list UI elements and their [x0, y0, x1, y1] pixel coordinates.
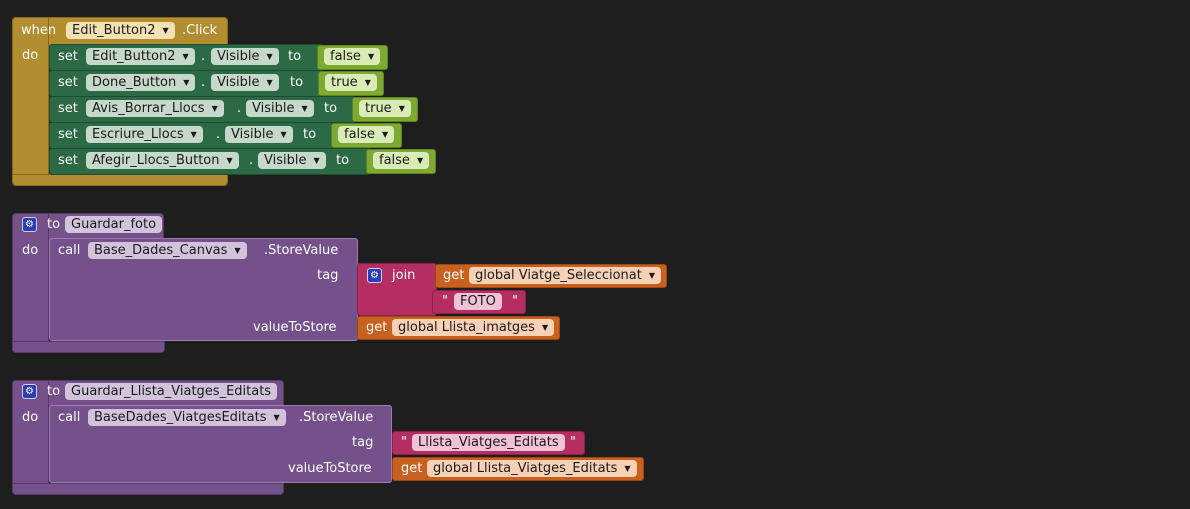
get-label: get [401, 461, 423, 476]
set-label: set [58, 49, 78, 64]
property-dropdown[interactable]: Visible▼ [258, 152, 326, 169]
component-dropdown[interactable]: Base_Dades_Canvas▼ [88, 242, 247, 259]
text-string-field[interactable]: Llista_Viatges_Editats [412, 434, 565, 451]
value-to-store-label: valueToStore [288, 461, 372, 476]
open-quote: " [401, 435, 407, 450]
dropdown-arrow-icon: ▼ [266, 52, 273, 61]
dropdown-arrow-icon: ▼ [226, 156, 233, 165]
dropdown-arrow-icon: ▼ [211, 104, 218, 113]
gear-icon[interactable]: ⚙ [22, 217, 37, 232]
dropdown-arrow-icon: ▼ [367, 52, 375, 61]
event-footer[interactable] [12, 174, 228, 186]
method-label: .StoreValue [299, 410, 374, 425]
property-dropdown[interactable]: Visible▼ [225, 126, 293, 143]
property-dropdown[interactable]: Visible▼ [246, 100, 314, 117]
procedure-to-label: to [47, 217, 61, 232]
dropdown-arrow-icon: ▼ [398, 104, 405, 113]
call-label: call [58, 410, 81, 425]
method-label: .StoreValue [264, 243, 339, 258]
to-label: to [290, 75, 304, 90]
dropdown-arrow-icon: ▼ [273, 413, 280, 422]
dot-label: . [216, 127, 221, 142]
to-label: to [288, 49, 302, 64]
procedure-footer[interactable] [12, 341, 165, 353]
procedure-left-bar[interactable] [12, 213, 49, 353]
event-left-bar[interactable] [12, 17, 49, 185]
tag-label: tag [352, 435, 374, 450]
dropdown-arrow-icon: ▼ [381, 130, 389, 139]
dot-label: . [249, 153, 254, 168]
dot-label: . [201, 49, 206, 64]
variable-dropdown[interactable]: global Llista_Viatges_Editats▼ [427, 460, 637, 477]
dropdown-arrow-icon: ▼ [280, 130, 287, 139]
to-label: to [336, 153, 350, 168]
component-dropdown[interactable]: Avis_Borrar_Llocs▼ [86, 100, 224, 117]
gear-icon[interactable]: ⚙ [367, 268, 382, 283]
procedure-name-field[interactable]: Guardar_Llista_Viatges_Editats [65, 383, 278, 400]
close-quote: " [512, 294, 518, 309]
procedure-footer[interactable] [12, 483, 284, 495]
boolean-dropdown[interactable]: false▼ [324, 48, 381, 65]
join-label: join [392, 268, 416, 283]
procedure-to-label: to [47, 384, 61, 399]
dropdown-arrow-icon: ▼ [183, 78, 190, 87]
procedure-left-bar[interactable] [12, 380, 49, 495]
dropdown-arrow-icon: ▼ [364, 78, 371, 87]
boolean-dropdown[interactable]: true▼ [325, 74, 377, 91]
event-do-label: do [22, 48, 39, 63]
procedure-name-field[interactable]: Guardar_foto [65, 216, 163, 233]
get-label: get [366, 320, 388, 335]
tag-label: tag [317, 268, 339, 283]
dropdown-arrow-icon: ▼ [301, 104, 308, 113]
to-label: to [303, 127, 317, 142]
component-dropdown[interactable]: Done_Button▼ [86, 74, 196, 91]
get-label: get [443, 268, 465, 283]
boolean-dropdown[interactable]: false▼ [373, 152, 430, 169]
boolean-dropdown[interactable]: true▼ [359, 100, 411, 117]
text-string-field[interactable]: FOTO [454, 293, 502, 310]
call-label: call [58, 243, 81, 258]
dropdown-arrow-icon: ▼ [234, 246, 241, 255]
component-dropdown[interactable]: Edit_Button2▼ [86, 48, 195, 65]
procedure-do-label: do [22, 410, 39, 425]
procedure-do-label: do [22, 243, 39, 258]
dropdown-arrow-icon: ▼ [416, 156, 424, 165]
set-label: set [58, 75, 78, 90]
dropdown-arrow-icon: ▼ [182, 52, 189, 61]
dropdown-arrow-icon: ▼ [313, 156, 320, 165]
close-quote: " [570, 435, 576, 450]
component-dropdown[interactable]: Escriure_Llocs▼ [86, 126, 203, 143]
set-label: set [58, 153, 78, 168]
component-dropdown[interactable]: BaseDades_ViatgesEditats▼ [88, 409, 286, 426]
dropdown-arrow-icon: ▼ [266, 78, 273, 87]
variable-dropdown[interactable]: global Viatge_Seleccionat▼ [469, 267, 661, 284]
boolean-dropdown[interactable]: false▼ [338, 126, 395, 143]
event-component-dropdown[interactable]: Edit_Button2▼ [66, 22, 175, 39]
property-dropdown[interactable]: Visible▼ [211, 74, 279, 91]
event-click-label: .Click [182, 23, 218, 38]
dropdown-arrow-icon: ▼ [648, 271, 655, 280]
set-label: set [58, 101, 78, 116]
dot-label: . [237, 101, 242, 116]
component-dropdown[interactable]: Afegir_Llocs_Button▼ [86, 152, 239, 169]
event-when-label: when [21, 23, 57, 38]
set-label: set [58, 127, 78, 142]
value-to-store-label: valueToStore [253, 320, 337, 335]
to-label: to [324, 101, 338, 116]
dropdown-arrow-icon: ▼ [624, 464, 631, 473]
open-quote: " [442, 294, 448, 309]
property-dropdown[interactable]: Visible▼ [211, 48, 279, 65]
dropdown-arrow-icon: ▼ [541, 323, 549, 332]
dropdown-arrow-icon: ▼ [162, 26, 169, 35]
variable-dropdown[interactable]: global Llista_imatges▼ [392, 319, 555, 336]
dot-label: . [201, 75, 206, 90]
dropdown-arrow-icon: ▼ [190, 130, 197, 139]
gear-icon[interactable]: ⚙ [22, 384, 37, 399]
